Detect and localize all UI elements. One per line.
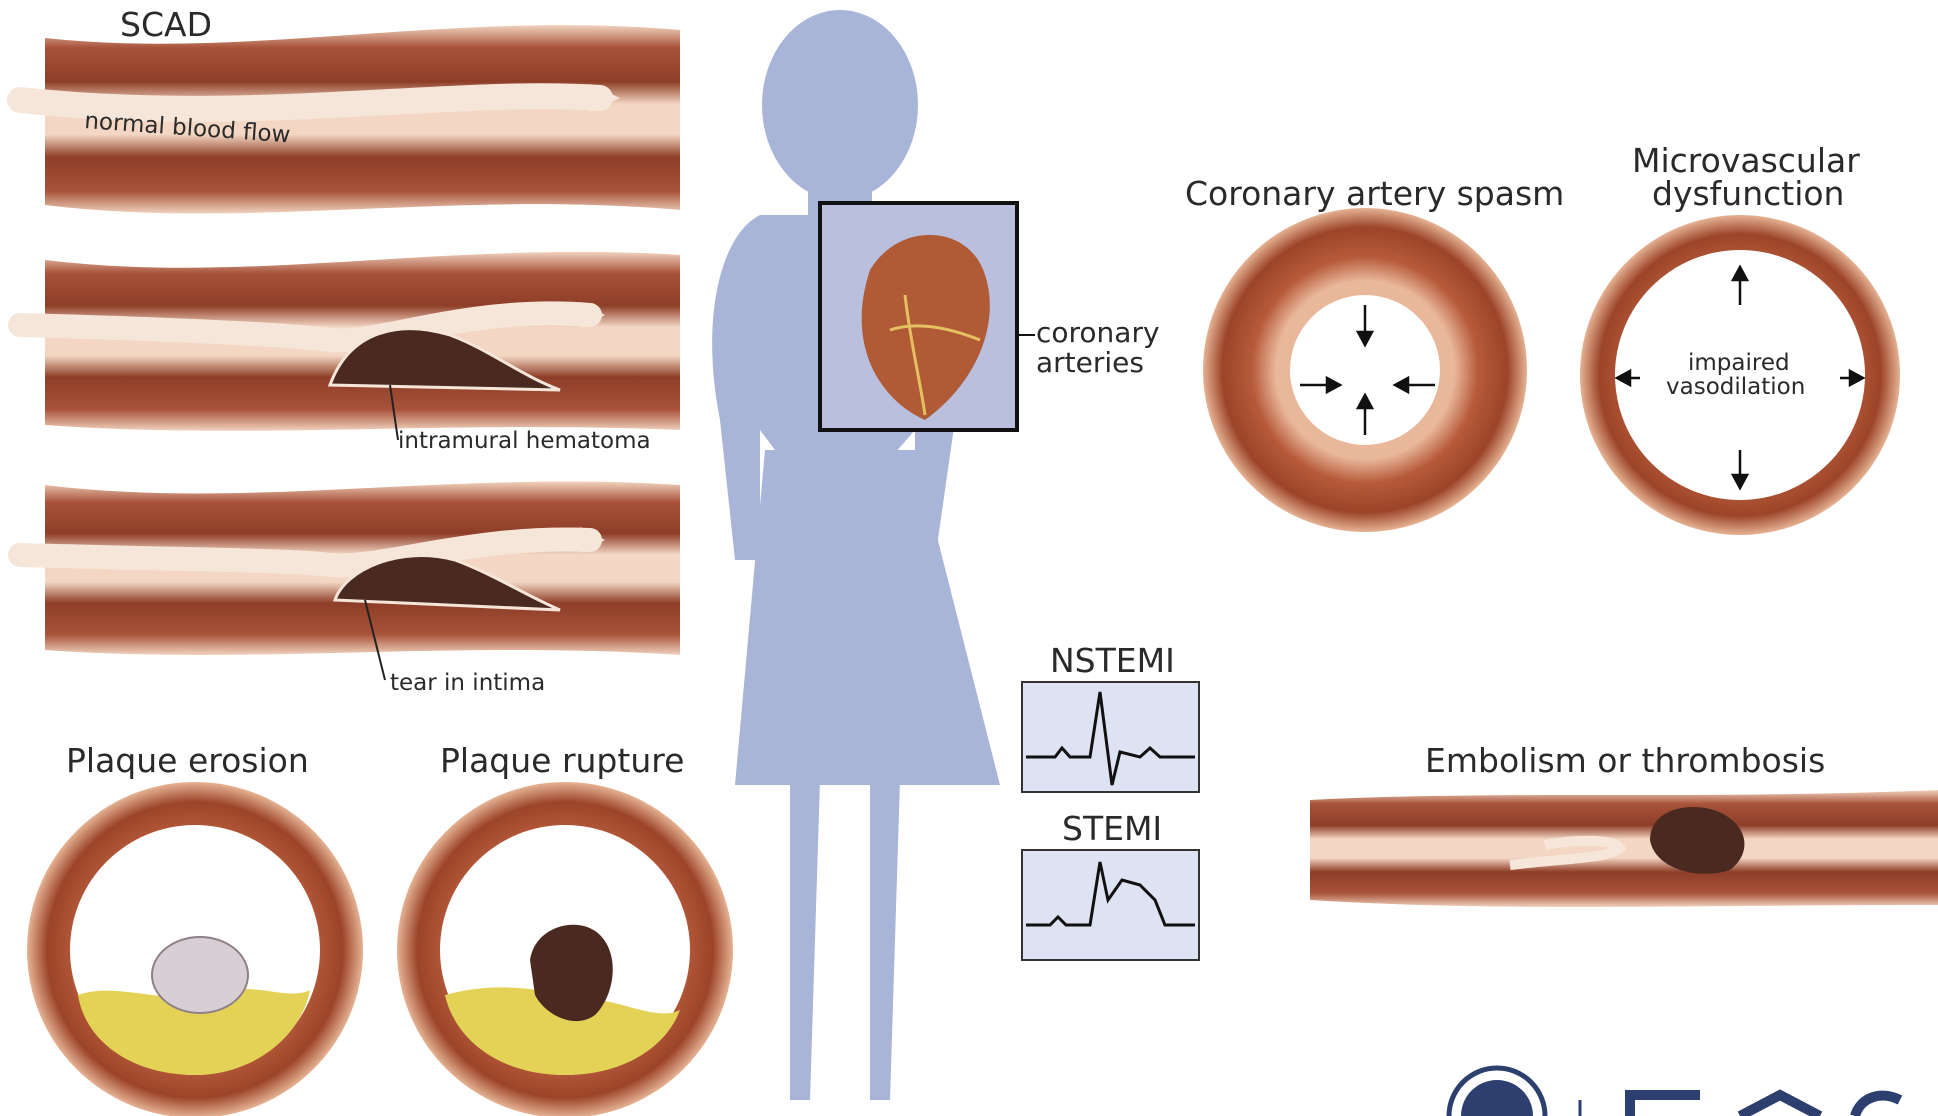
woman-silhouette	[712, 10, 1000, 1100]
embolism-title: Embolism or thrombosis	[1425, 741, 1825, 780]
scad-vessel-hematoma: intramural hematoma	[20, 252, 680, 454]
stemi-title: STEMI	[1062, 809, 1162, 848]
spasm-title: Coronary artery spasm	[1185, 174, 1564, 213]
tear-label: tear in intima	[390, 670, 545, 696]
plaque-panel: Plaque erosion Plaque rupture	[27, 741, 733, 1116]
scad-vessel-tear: tear in intima	[20, 482, 680, 696]
plaque-erosion-ring	[27, 782, 363, 1116]
scad-vessel-normal: normal blood flow	[20, 25, 680, 213]
scad-panel: SCAD normal blood flow intramural hemato…	[20, 5, 680, 696]
microvascular-panel: Microvascular dysfunction impaired vasod…	[1580, 141, 1900, 535]
spasm-panel: Coronary artery spasm	[1185, 174, 1564, 532]
microvascular-label-line1: impaired	[1688, 350, 1790, 376]
embolism-panel: Embolism or thrombosis	[1310, 741, 1938, 907]
journal-logo	[1449, 1068, 1900, 1116]
plaque-erosion-title: Plaque erosion	[66, 741, 309, 780]
stemi-box	[1022, 850, 1199, 960]
scad-title: SCAD	[120, 5, 212, 44]
heart-inset: coronary arteries	[820, 203, 1160, 430]
coronary-label-line1: coronary	[1036, 316, 1160, 349]
hematoma-label: intramural hematoma	[398, 428, 651, 454]
microvascular-label-line2: vasodilation	[1666, 374, 1805, 400]
ecg-panel: NSTEMI STEMI	[1022, 641, 1199, 960]
nstemi-title: NSTEMI	[1050, 641, 1175, 680]
coronary-label-line2: arteries	[1036, 346, 1144, 379]
plaque-rupture-ring	[397, 782, 733, 1116]
microvascular-title-line2: dysfunction	[1652, 174, 1844, 213]
plaque-rupture-title: Plaque rupture	[440, 741, 684, 780]
